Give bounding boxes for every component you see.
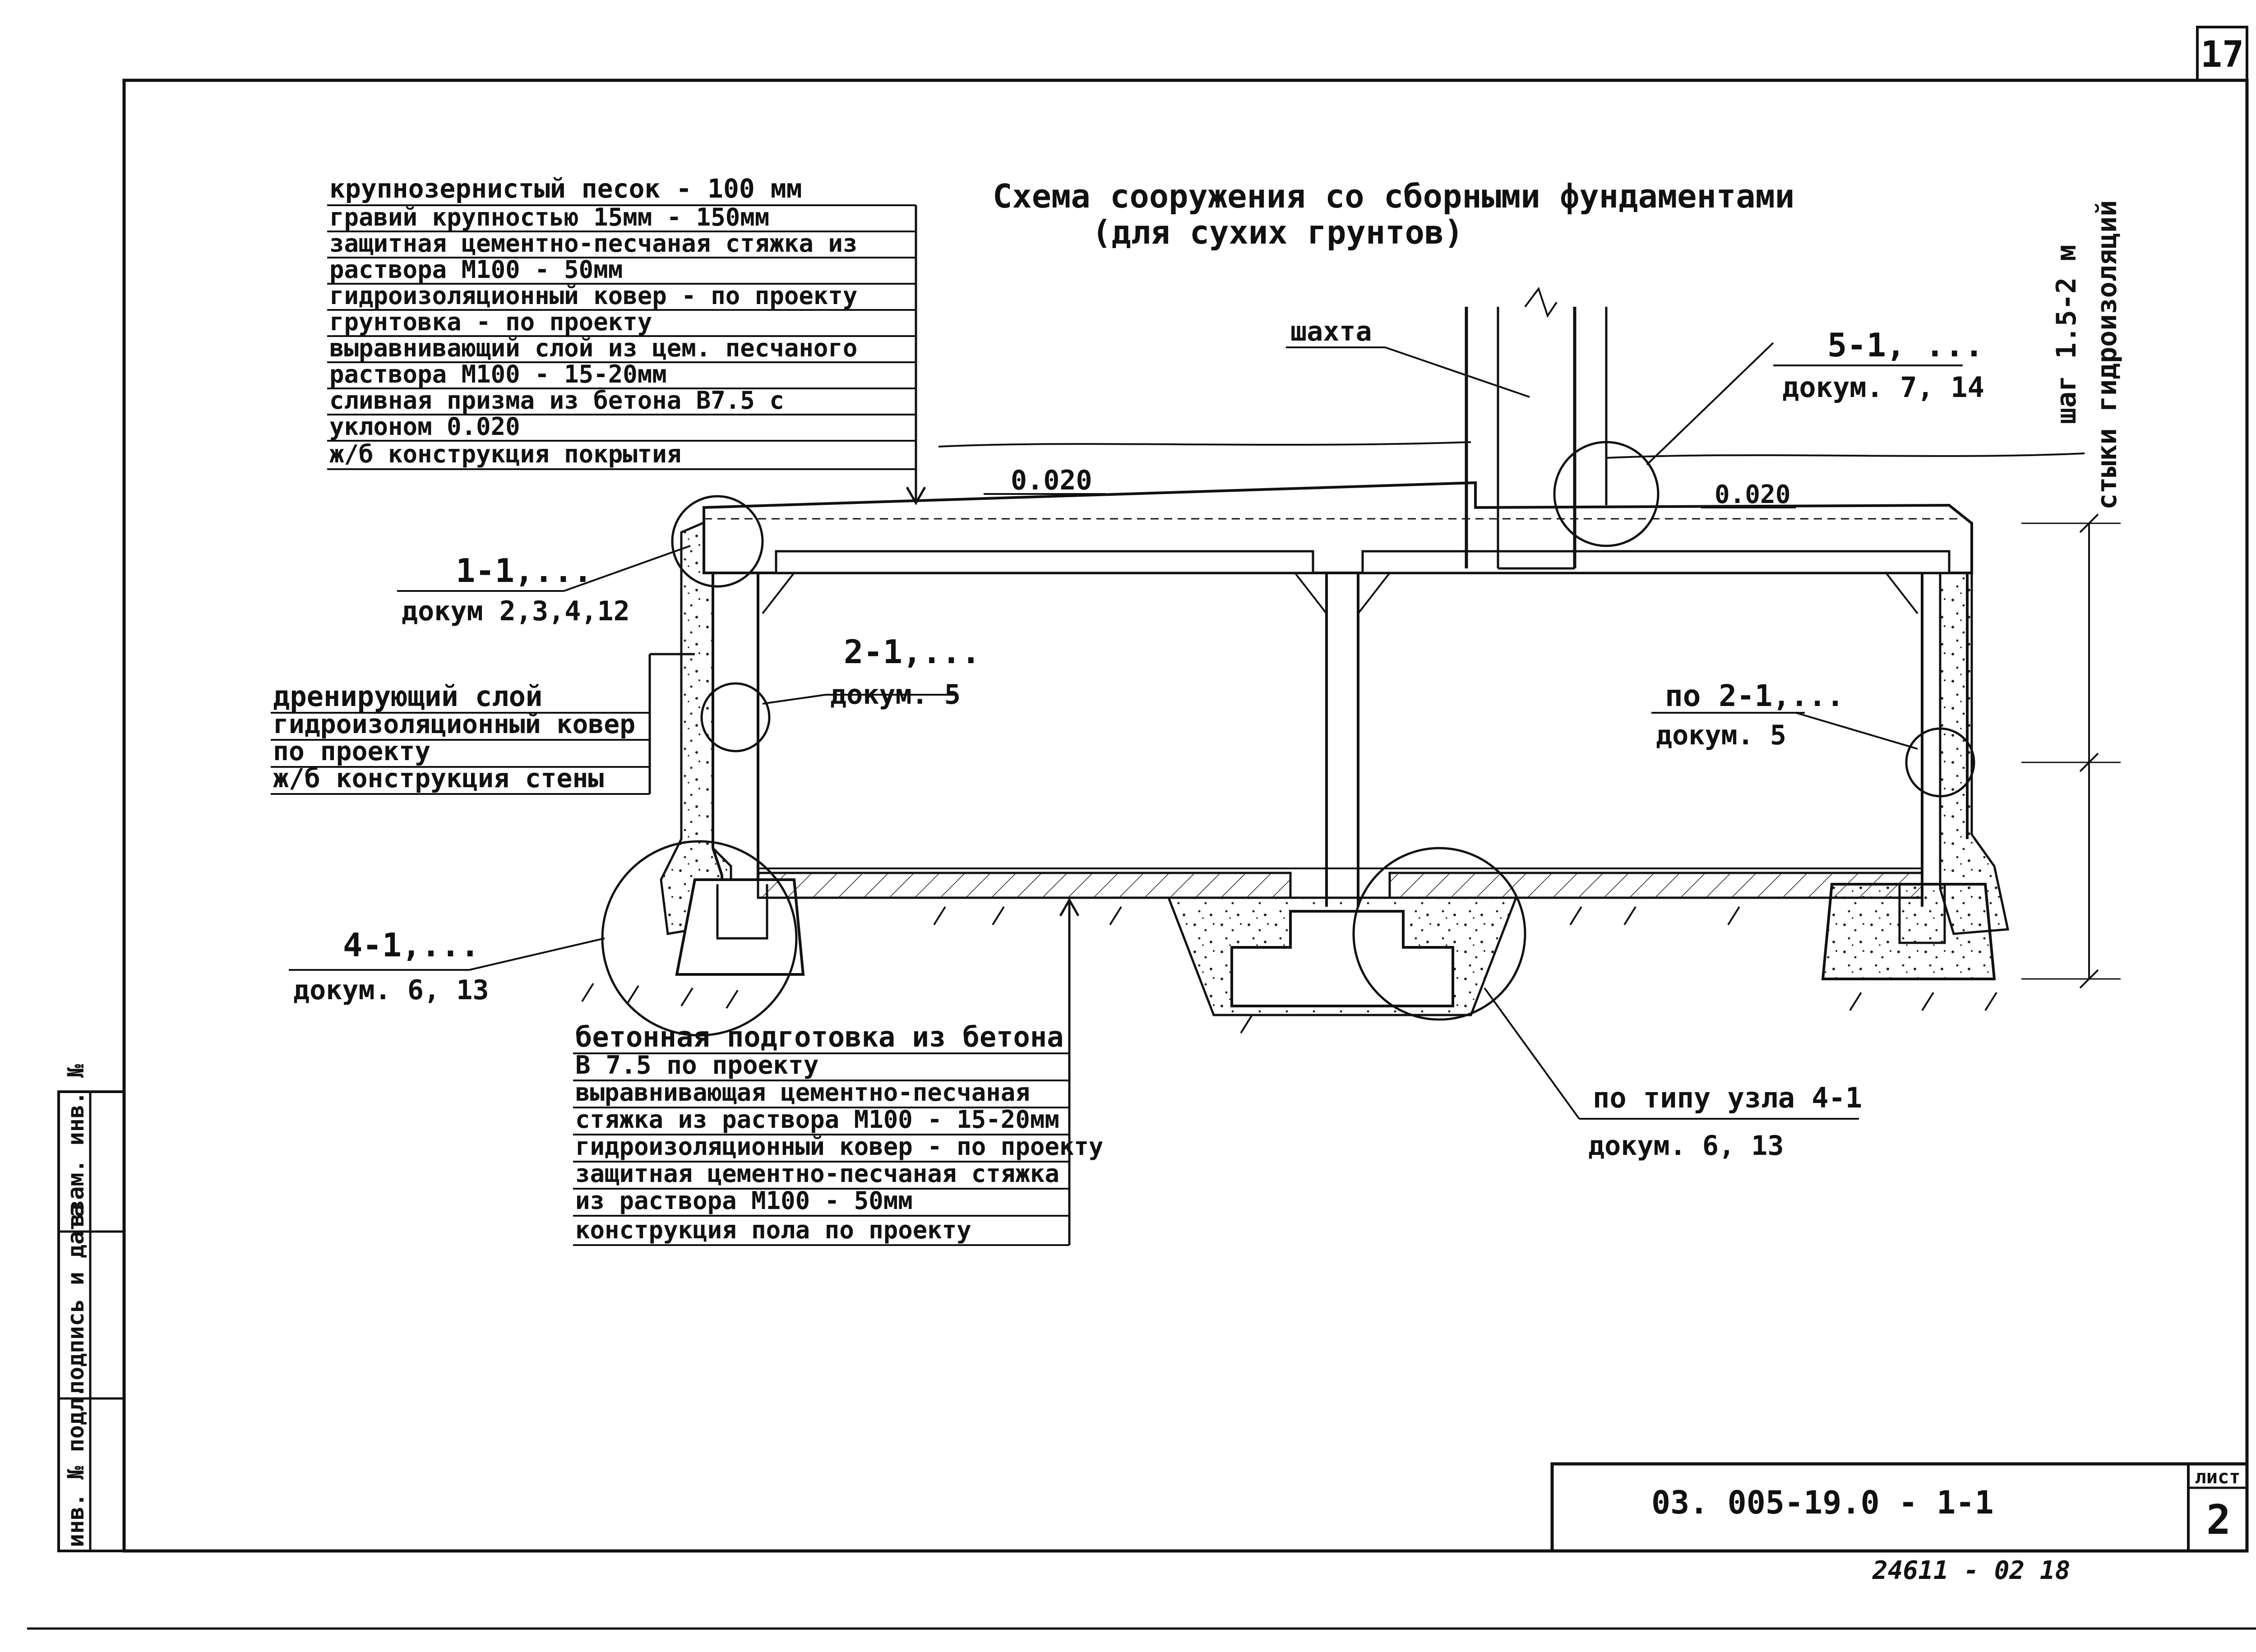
node-circle-1-1	[671, 495, 764, 588]
callout-2-1-right-ref: по 2-1,...	[1665, 678, 1844, 713]
drawing-code: 03. 005-19.0 - 1-1	[1651, 1484, 1994, 1521]
joints-dimension	[2021, 513, 2121, 989]
callout-leaders	[289, 342, 1963, 1120]
roof-layer-2: защитная цементно-песчаная стяжка из	[329, 229, 857, 258]
callout-1-1-ref: 1-1,...	[456, 552, 592, 590]
shaft-label: шахта	[1290, 316, 1372, 347]
title-block	[1550, 1462, 2249, 1553]
floor-layer-3: стяжка из раствора М100 - 15-20мм	[575, 1105, 1059, 1134]
sheet-frame	[27, 26, 2256, 1630]
structure-section	[581, 286, 2010, 1034]
sheet-number: 2	[2206, 1496, 2231, 1544]
stamp-sign-date: подпись и дата	[63, 1204, 89, 1394]
roof-layer-4: гидроизоляционный ковер - по проекту	[329, 281, 857, 310]
wall-layer-3: ж/б конструкция стены	[273, 763, 604, 794]
callout-2-1-right-doc: докум. 5	[1656, 720, 1786, 751]
ground-lines	[938, 441, 2085, 459]
callout-2-1-ref: 2-1,...	[844, 633, 980, 671]
page-number: 17	[2201, 33, 2244, 75]
roof-layer-3: раствора М100 - 50мм	[329, 255, 623, 284]
node-circle-2-1	[700, 682, 771, 752]
roof-layer-1: гравий крупностью 15мм - 150мм	[329, 203, 769, 231]
sheet-label: лист	[2195, 1466, 2240, 1488]
joints-note-label: стыки гидроизоляций	[2091, 200, 2123, 510]
roof-layer-10: ж/б конструкция покрытия	[329, 440, 681, 468]
floor-layer-2: выравнивающая цементно-песчаная	[575, 1078, 1030, 1107]
joints-step-label: шаг 1.5-2 м	[2051, 245, 2082, 424]
stamp-inv-podl: инв. № подл.	[63, 1384, 89, 1547]
side-stamp: инв. № подл. подпись и дата взам. инв. №	[57, 1064, 125, 1552]
roof-layer-0: крупнозернистый песок - 100 мм	[329, 173, 802, 204]
callout-5-1-doc: докум. 7, 14	[1782, 371, 1984, 404]
callout-4-1-right-doc: докум. 6, 13	[1588, 1130, 1784, 1162]
roof-layer-7: раствора М100 - 15-20мм	[329, 360, 667, 388]
roof-layer-5: грунтовка - по проекту	[329, 308, 652, 336]
callout-4-1-ref: 4-1,...	[343, 926, 480, 964]
roof-layer-9: уклоном 0.020	[329, 412, 520, 441]
diagram-title-line1: Схема сооружения со сборными фундаментам…	[993, 177, 1794, 215]
footer-number: 24611 - 02 18	[1872, 1556, 2070, 1585]
floor-layer-table	[573, 897, 1080, 1246]
floor-layer-0: бетонная подготовка из бетона	[575, 1020, 1064, 1053]
node-circle-5-1	[1553, 441, 1660, 547]
callout-5-1-ref: 5-1, ...	[1827, 326, 1984, 364]
floor-layer-7: конструкция пола по проекту	[575, 1216, 971, 1244]
wall-layer-1: гидроизоляционный ковер	[273, 709, 635, 739]
slope-label-right: 0.020	[1715, 480, 1791, 509]
floor-layer-6: из раствора М100 - 50мм	[575, 1186, 913, 1215]
roof-layer-6: выравнивающий слой из цем. песчаного	[329, 334, 857, 362]
wall-layer-2: по проекту	[273, 736, 430, 766]
stamp-vzam-inv: взам. инв. №	[63, 1064, 89, 1227]
callout-4-1-doc: докум. 6, 13	[293, 974, 489, 1006]
node-circle-4-1-right	[1352, 847, 1526, 1021]
floor-layer-4: гидроизоляционный ковер - по проекту	[575, 1132, 1103, 1161]
callout-2-1-doc: докум. 5	[830, 679, 961, 711]
callout-1-1-doc: докум 2,3,4,12	[402, 595, 630, 627]
node-circle-2-1-right	[1905, 727, 1975, 798]
callout-4-1-right-ref: по типу узла 4-1	[1593, 1081, 1862, 1114]
floor-layer-5: защитная цементно-песчаная стяжка	[575, 1159, 1059, 1188]
diagram-title-line2: (для сухих грунтов)	[1092, 213, 1464, 251]
roof-layer-table	[327, 204, 926, 506]
node-circles	[601, 441, 1975, 1037]
wall-layer-table	[271, 653, 695, 795]
roof-layer-8: сливная призма из бетона В7.5 с	[329, 386, 784, 415]
slope-label-left: 0.020	[1011, 465, 1092, 496]
wall-layer-0: дренирующий слой	[273, 680, 542, 713]
floor-layer-1: В 7.5 по проекту	[575, 1051, 818, 1080]
